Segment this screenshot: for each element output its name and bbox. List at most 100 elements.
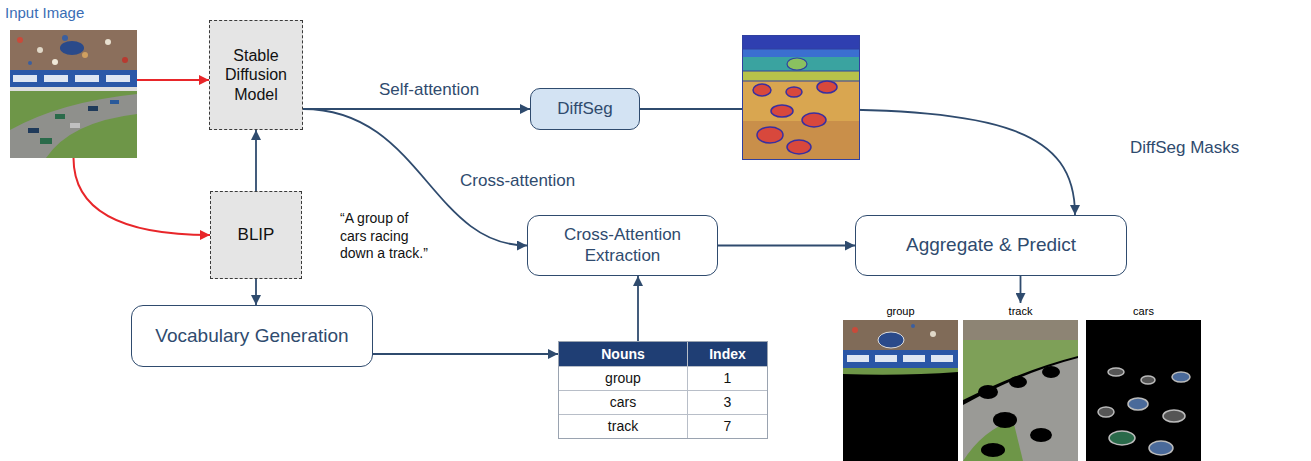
illustration-part [852, 327, 858, 333]
illustration-part [742, 35, 860, 49]
table-cell: cars [559, 390, 687, 414]
illustration-part [963, 358, 1078, 461]
illustration-part [75, 75, 99, 82]
segmentation-map [742, 35, 860, 160]
model-box: Stable Diffusion Model [209, 20, 303, 130]
table-cell: track [559, 414, 687, 438]
illustration-part [82, 52, 88, 58]
illustration-part [963, 340, 1078, 352]
illustration-part [1098, 407, 1114, 417]
illustration-part [911, 324, 915, 328]
illustration-part [70, 123, 80, 128]
illustration-part [843, 368, 958, 375]
illustration-part [37, 47, 43, 53]
illustration-part [787, 140, 811, 154]
illustration-part [771, 105, 793, 117]
illustration-part [10, 94, 137, 158]
illustration-part [993, 412, 1017, 428]
image-caption: Input Image [5, 4, 84, 21]
illustration-part [1163, 410, 1185, 422]
illustration-part [105, 39, 111, 45]
illustration-part [1030, 428, 1052, 442]
illustration-part [787, 58, 807, 70]
illustration-part [742, 81, 860, 121]
mask-group [843, 320, 958, 461]
output-mask: cars [1086, 303, 1201, 461]
noun-table: NounsIndexgroup1cars3track7 [558, 341, 768, 439]
table-cell: 3 [687, 390, 767, 414]
connector [255, 279, 257, 305]
output-mask: group [843, 303, 958, 461]
illustration-part [875, 355, 897, 362]
illustration-part [1149, 441, 1173, 455]
connector [1020, 276, 1022, 303]
table-header: Index [687, 342, 767, 366]
process-box: DiffSeg [530, 88, 640, 130]
illustration-part [757, 127, 783, 143]
illustration-part [10, 30, 137, 70]
race-photo [10, 30, 137, 158]
node-label: Stable Diffusion Model [216, 46, 296, 104]
illustration-part [903, 355, 925, 362]
illustration-part [17, 37, 23, 43]
image-caption: track [963, 304, 1078, 318]
illustration-part [44, 75, 68, 82]
illustration-part [753, 84, 771, 96]
image-caption: group [843, 304, 958, 318]
node-label: Vocabulary Generation [155, 325, 348, 348]
connector [255, 130, 257, 191]
illustration-part [1009, 376, 1027, 388]
edge-label: Cross-attention [458, 171, 577, 191]
illustration-part [28, 128, 39, 133]
table-header: Nouns [559, 342, 687, 366]
table-cell: 7 [687, 414, 767, 438]
illustration-part [963, 420, 1023, 461]
illustration-part [931, 355, 953, 362]
illustration-part [52, 59, 58, 65]
illustration-part [110, 100, 119, 104]
illustration-part [843, 350, 958, 368]
edge-label: DiffSeg Masks [1128, 138, 1241, 158]
illustration-part [122, 57, 128, 63]
illustration-part [930, 331, 936, 337]
edge-label: Self-attention [377, 80, 481, 100]
illustration-part [742, 49, 860, 81]
illustration-part [1108, 368, 1124, 376]
illustration-part [60, 41, 84, 55]
illustration-part [978, 385, 998, 399]
process-box: Aggregate & Predict [855, 215, 1127, 276]
illustration-part [847, 355, 869, 362]
output-mask: track [963, 303, 1078, 461]
node-label: BLIP [238, 225, 275, 245]
illustration-part [1128, 398, 1148, 410]
illustration-part [742, 71, 860, 81]
table-cell: group [559, 366, 687, 390]
connector [637, 276, 639, 341]
illustration-part [786, 87, 802, 97]
illustration-part [1109, 431, 1135, 445]
mask-track [963, 320, 1078, 461]
node-label: Cross-Attention Extraction [534, 225, 711, 266]
process-box: Cross-Attention Extraction [527, 215, 718, 276]
illustration-part [817, 81, 837, 93]
illustration-part [10, 87, 137, 91]
illustration-part [1086, 320, 1201, 461]
illustration-part [88, 106, 98, 111]
connector [74, 158, 211, 235]
node-label: DiffSeg [557, 99, 612, 119]
illustration-part [1042, 366, 1060, 378]
illustration-part [10, 70, 137, 87]
image-caption: cars [1086, 304, 1201, 318]
illustration-part [1172, 372, 1190, 382]
illustration-part [106, 75, 130, 82]
caption-text: “A group of cars racing down a track.” [340, 210, 436, 263]
process-box: Vocabulary Generation [131, 305, 373, 367]
illustration-part [40, 138, 52, 144]
table-cell: 1 [687, 366, 767, 390]
illustration-part [28, 61, 32, 65]
connector [137, 79, 209, 81]
illustration-part [963, 320, 1078, 340]
illustration-part [62, 35, 68, 41]
illustration-part [743, 36, 860, 160]
